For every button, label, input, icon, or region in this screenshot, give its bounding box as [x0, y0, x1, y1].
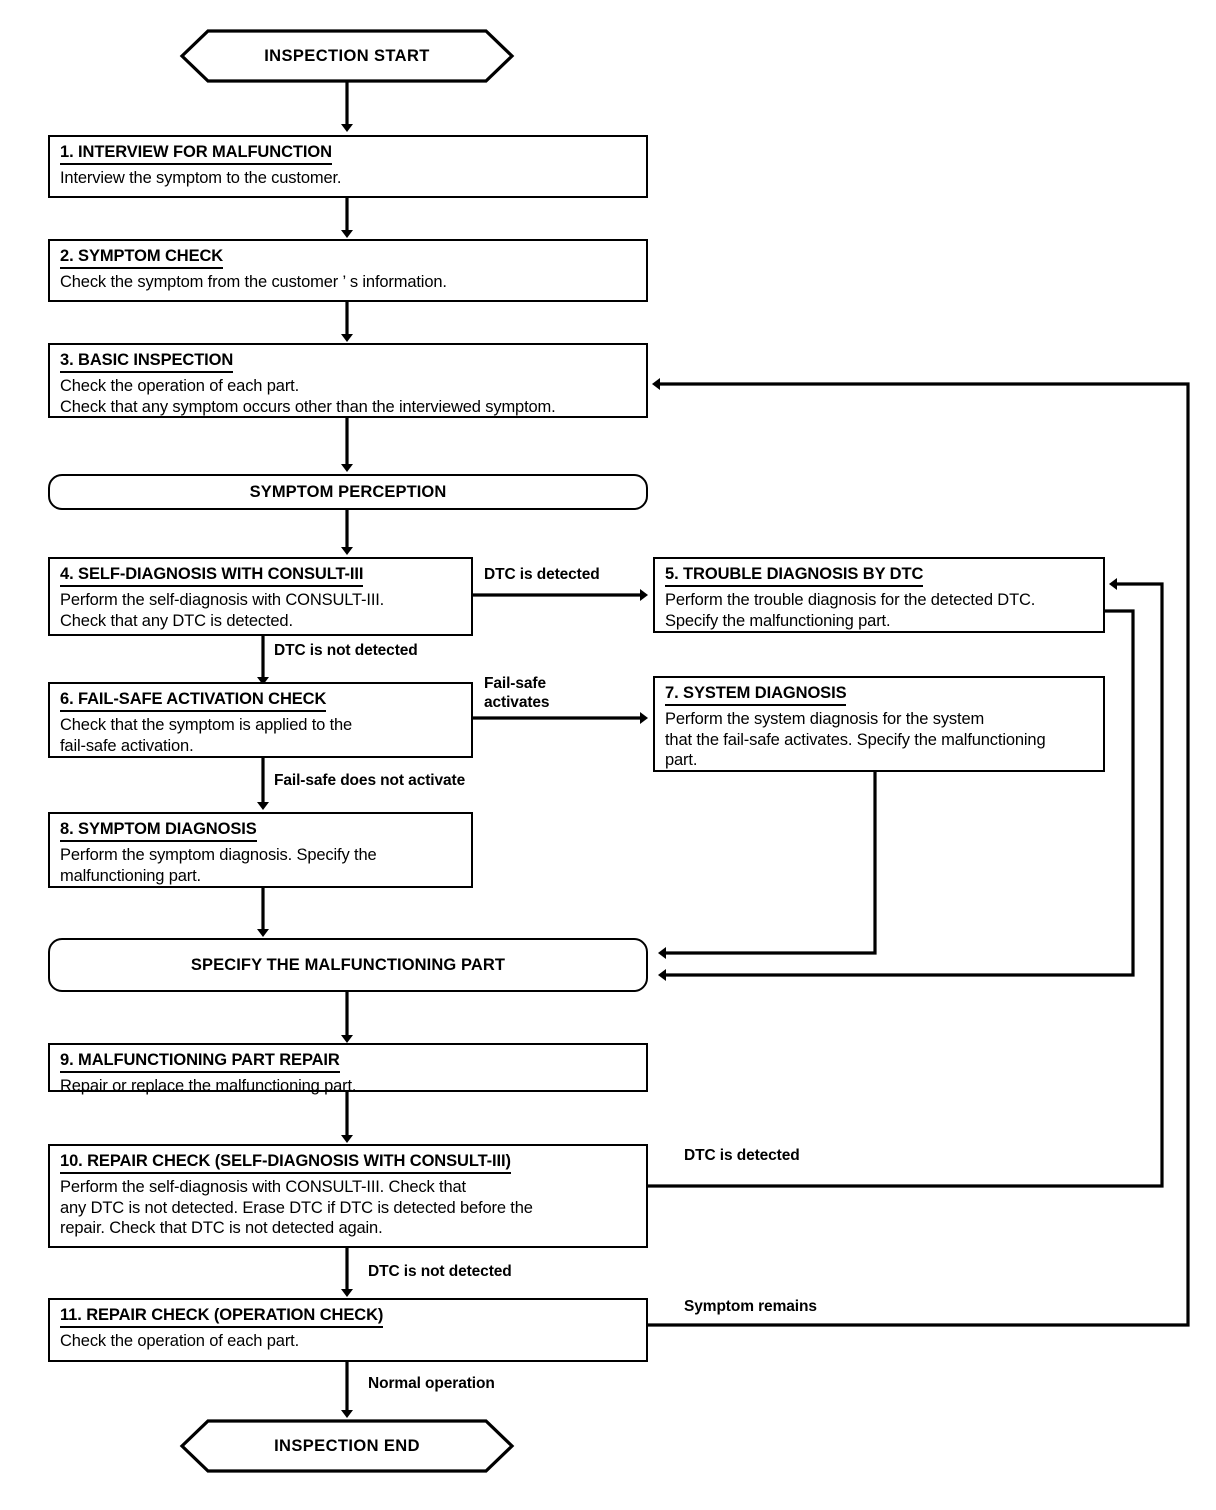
process-6-line-1: Check that the symptom is applied to the: [60, 716, 353, 734]
process-6-line-2: fail-safe activation.: [60, 736, 194, 755]
process-7-title: 7. SYSTEM DIAGNOSIS: [665, 683, 847, 706]
process-1-line-1: Interview the symptom to the customer.: [60, 169, 342, 187]
process-3-title: 3. BASIC INSPECTION: [60, 350, 233, 373]
edge-label-dtc-not-detected-10: DTC is not detected: [368, 1263, 512, 1280]
terminator-end-shape: [179, 1419, 515, 1473]
process-box-8: 8. SYMPTOM DIAGNOSIS Perform the symptom…: [48, 812, 473, 888]
edge-7-to-specify: [658, 772, 877, 959]
process-4-title: 4. SELF-DIAGNOSIS WITH CONSULT-III: [60, 564, 363, 587]
process-11-title: 11. REPAIR CHECK (OPERATION CHECK): [60, 1305, 383, 1328]
process-11-line-1: Check the operation of each part.: [60, 1332, 300, 1350]
process-6-title: 6. FAIL-SAFE ACTIVATION CHECK: [60, 689, 326, 712]
state-symptom-perception: SYMPTOM PERCEPTION: [48, 474, 648, 510]
edge-10-to-5: [648, 578, 1164, 1188]
process-box-9: 9. MALFUNCTIONING PART REPAIR Repair or …: [48, 1043, 648, 1095]
process-2-title: 2. SYMPTOM CHECK: [60, 246, 223, 269]
edge-label-symptom-remains: Symptom remains: [684, 1298, 817, 1315]
process-10-line-1: Perform the self-diagnosis with CONSULT-…: [60, 1178, 466, 1196]
process-10-line-3: repair. Check that DTC is not detected a…: [60, 1219, 383, 1237]
terminator-end-label: INSPECTION END: [274, 1436, 420, 1455]
process-box-6: 6. FAIL-SAFE ACTIVATION CHECK Check that…: [48, 682, 473, 758]
process-5-line-1: Perform the trouble diagnosis for the de…: [665, 591, 1036, 609]
process-box-1: 1. INTERVIEW FOR MALFUNCTION Interview t…: [48, 135, 648, 198]
terminator-start-label: INSPECTION START: [264, 46, 430, 65]
process-10-line-2: any DTC is not detected. Erase DTC if DT…: [60, 1198, 533, 1217]
process-3-line-2: Check that any symptom occurs other than…: [60, 397, 556, 416]
terminator-start-shape: [179, 29, 515, 83]
process-box-2: 2. SYMPTOM CHECK Check the symptom from …: [48, 239, 648, 302]
edge-label-failsafe-activates-line-2: activates: [484, 694, 550, 711]
process-box-10: 10. REPAIR CHECK (SELF-DIAGNOSIS WITH CO…: [48, 1144, 648, 1248]
process-4-line-1: Perform the self-diagnosis with CONSULT-…: [60, 591, 385, 609]
edge-label-normal-operation: Normal operation: [368, 1375, 495, 1392]
edge-label-failsafe-activates-line-1: Fail-safe: [484, 675, 546, 692]
process-box-11: 11. REPAIR CHECK (OPERATION CHECK) Check…: [48, 1298, 648, 1362]
edge-label-failsafe-not-activate: Fail-safe does not activate: [274, 772, 466, 789]
process-9-title: 9. MALFUNCTIONING PART REPAIR: [60, 1050, 340, 1073]
process-box-4: 4. SELF-DIAGNOSIS WITH CONSULT-III Perfo…: [48, 557, 473, 636]
process-8-line-2: malfunctioning part.: [60, 866, 201, 885]
process-7-line-1: Perform the system diagnosis for the sys…: [665, 710, 985, 728]
process-4-line-2: Check that any DTC is detected.: [60, 611, 293, 630]
edge-label-dtc-detected-10: DTC is detected: [684, 1147, 800, 1164]
edge-label-dtc-detected-4: DTC is detected: [484, 566, 600, 583]
process-3-line-1: Check the operation of each part.: [60, 377, 300, 395]
process-5-line-2: Specify the malfunctioning part.: [665, 611, 891, 630]
process-8-line-1: Perform the symptom diagnosis. Specify t…: [60, 846, 377, 864]
edge-label-failsafe-activates: Fail-safe activates: [484, 674, 550, 712]
process-box-3: 3. BASIC INSPECTION Check the operation …: [48, 343, 648, 418]
process-7-line-3: part.: [665, 751, 698, 769]
process-2-line-1: Check the symptom from the customer ’ s …: [60, 273, 447, 291]
edge-5-to-specify: [658, 609, 1135, 981]
process-box-5: 5. TROUBLE DIAGNOSIS BY DTC Perform the …: [653, 557, 1105, 633]
edge-11-to-3: [648, 378, 1190, 1327]
process-8-title: 8. SYMPTOM DIAGNOSIS: [60, 819, 257, 842]
process-1-title: 1. INTERVIEW FOR MALFUNCTION: [60, 142, 332, 165]
process-10-title: 10. REPAIR CHECK (SELF-DIAGNOSIS WITH CO…: [60, 1151, 511, 1174]
state-specify-malfunctioning-part: SPECIFY THE MALFUNCTIONING PART: [48, 938, 648, 992]
process-7-line-2: that the fail-safe activates. Specify th…: [665, 730, 1046, 749]
process-box-7: 7. SYSTEM DIAGNOSIS Perform the system d…: [653, 676, 1105, 772]
process-9-line-1: Repair or replace the malfunctioning par…: [60, 1077, 357, 1095]
process-5-title: 5. TROUBLE DIAGNOSIS BY DTC: [665, 564, 923, 587]
edge-label-dtc-not-detected-4: DTC is not detected: [274, 642, 418, 659]
